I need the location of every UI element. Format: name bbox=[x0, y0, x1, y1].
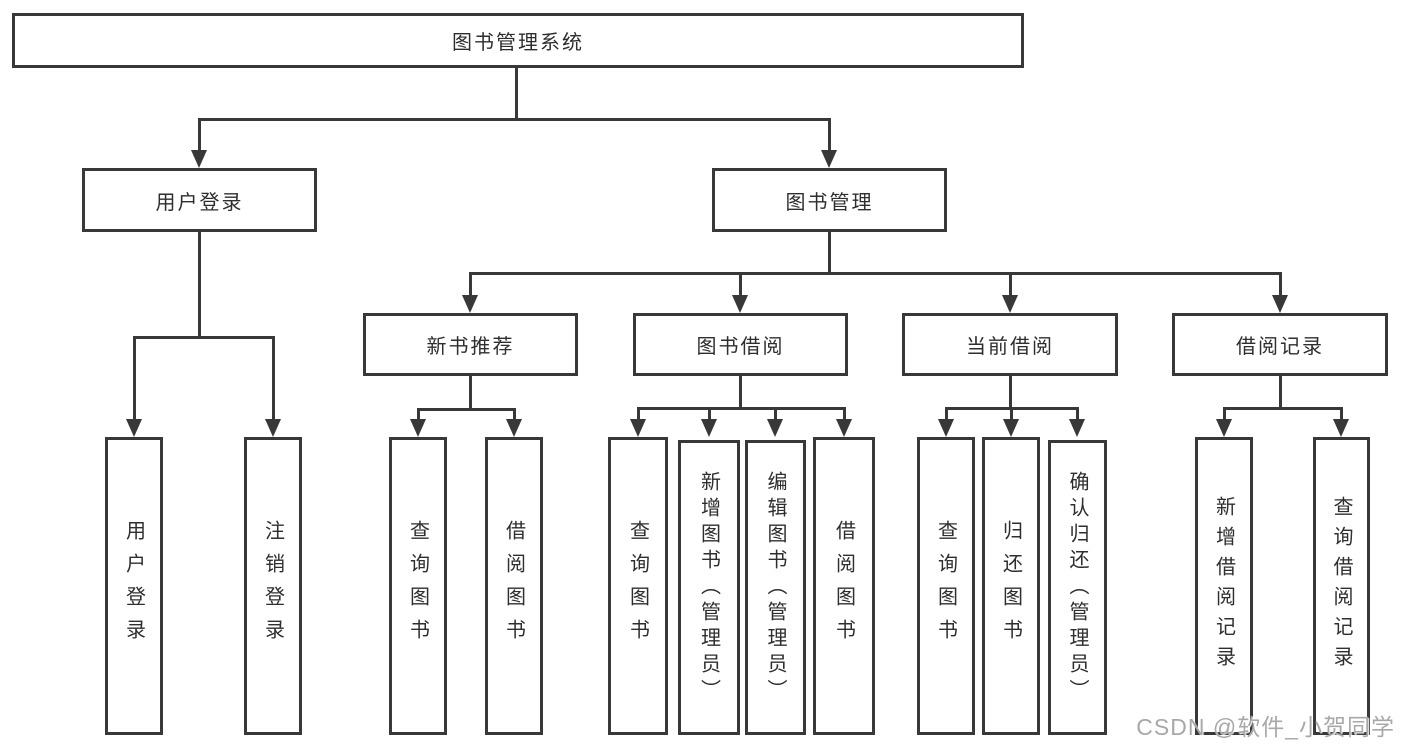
connector-line bbox=[1075, 407, 1079, 420]
connector-line bbox=[468, 376, 472, 408]
leaf-logout: 注销登录 bbox=[244, 437, 302, 735]
node-label: 新增借阅记录 bbox=[1212, 496, 1235, 676]
connector-line bbox=[512, 408, 516, 420]
node-label: 查询图书 bbox=[626, 520, 649, 652]
arrow-down-icon bbox=[701, 419, 717, 437]
connector-line bbox=[636, 407, 846, 410]
leaf-current-return: 归还图书 bbox=[982, 437, 1040, 735]
leaf-borrowing-add: 新增图书（管理员） bbox=[678, 440, 740, 735]
node-label: 当前借阅 bbox=[966, 336, 1054, 358]
arrow-down-icon bbox=[1069, 419, 1085, 437]
connector-line bbox=[416, 408, 420, 420]
arrow-down-icon bbox=[938, 419, 954, 437]
connector-line bbox=[773, 407, 777, 420]
leaf-borrowing-edit: 编辑图书（管理员） bbox=[745, 440, 806, 735]
leaf-records-query: 查询借阅记录 bbox=[1313, 437, 1370, 735]
node-label: 图书管理 bbox=[785, 191, 874, 214]
connector-line bbox=[132, 336, 136, 420]
arrow-down-icon bbox=[1333, 419, 1349, 437]
connector-line bbox=[132, 336, 275, 339]
connector-line bbox=[1009, 407, 1013, 420]
leaf-current-confirm: 确认归还（管理员） bbox=[1048, 440, 1107, 735]
leaf-records-add: 新增借阅记录 bbox=[1195, 437, 1253, 735]
leaf-borrowing-query: 查询图书 bbox=[608, 437, 668, 735]
connector-line bbox=[197, 118, 201, 152]
node-label: 借阅图书 bbox=[502, 520, 525, 652]
connector-line bbox=[827, 118, 831, 152]
connector-line bbox=[1222, 407, 1343, 410]
node-root: 图书管理系统 bbox=[12, 13, 1024, 68]
node-label: 图书借阅 bbox=[696, 336, 785, 358]
arrow-down-icon bbox=[1003, 419, 1019, 437]
node-label: 新增图书（管理员） bbox=[697, 470, 720, 705]
arrow-down-icon bbox=[191, 150, 207, 168]
node-label: 新书推荐 bbox=[426, 336, 515, 358]
arrow-down-icon bbox=[630, 419, 646, 437]
node-label: 借阅图书 bbox=[832, 520, 855, 652]
connector-line bbox=[738, 272, 742, 297]
connector-line bbox=[1008, 272, 1012, 297]
leaf-borrowing-borrow: 借阅图书 bbox=[813, 437, 875, 735]
node-label: 编辑图书（管理员） bbox=[764, 470, 786, 705]
node-book-borrowing: 图书借阅 bbox=[633, 313, 848, 376]
leaf-newbooks-borrow: 借阅图书 bbox=[485, 437, 543, 735]
arrow-down-icon bbox=[1216, 419, 1232, 437]
connector-line bbox=[1222, 407, 1226, 420]
arrow-down-icon bbox=[767, 419, 783, 437]
leaf-newbooks-query: 查询图书 bbox=[389, 437, 447, 735]
node-current-borrowing: 当前借阅 bbox=[902, 313, 1118, 376]
arrow-down-icon bbox=[265, 419, 281, 437]
leaf-current-query: 查询图书 bbox=[917, 437, 975, 735]
node-label: 借阅记录 bbox=[1236, 336, 1324, 358]
leaf-user-login: 用户登录 bbox=[105, 437, 163, 735]
arrow-down-icon bbox=[126, 419, 142, 437]
node-borrow-records: 借阅记录 bbox=[1172, 313, 1388, 376]
connector-line bbox=[1278, 376, 1282, 407]
node-book-mgmt: 图书管理 bbox=[712, 168, 947, 232]
arrow-down-icon bbox=[506, 419, 522, 437]
node-label: 确认归还（管理员） bbox=[1066, 470, 1088, 705]
arrow-down-icon bbox=[462, 295, 478, 313]
connector-line bbox=[842, 407, 846, 420]
node-label: 查询借阅记录 bbox=[1330, 496, 1352, 676]
arrow-down-icon bbox=[1002, 295, 1018, 313]
connector-line bbox=[1339, 407, 1343, 420]
connector-line bbox=[636, 407, 640, 420]
connector-line bbox=[197, 118, 831, 121]
node-label: 归还图书 bbox=[999, 520, 1022, 652]
connector-line bbox=[197, 232, 201, 336]
connector-line bbox=[1008, 376, 1012, 407]
node-label: 图书管理系统 bbox=[452, 32, 584, 54]
arrow-down-icon bbox=[410, 419, 426, 437]
csdn-watermark: CSDN @软件_小贺同学 bbox=[1136, 714, 1395, 740]
node-label: 用户登录 bbox=[155, 191, 244, 214]
node-label: 用户登录 bbox=[122, 520, 145, 652]
arrow-down-icon bbox=[732, 295, 748, 313]
node-label: 注销登录 bbox=[261, 520, 284, 652]
connector-line bbox=[271, 336, 275, 420]
connector-line bbox=[468, 272, 1282, 275]
connector-line bbox=[827, 232, 831, 272]
node-new-books: 新书推荐 bbox=[363, 313, 578, 376]
arrow-down-icon bbox=[836, 419, 852, 437]
connector-line bbox=[416, 408, 516, 411]
arrow-down-icon bbox=[821, 150, 837, 168]
connector-line bbox=[944, 407, 948, 420]
connector-line bbox=[468, 272, 472, 297]
connector-line bbox=[1278, 272, 1282, 297]
connector-line bbox=[514, 68, 518, 118]
node-label: 查询图书 bbox=[406, 520, 429, 652]
node-label: 查询图书 bbox=[934, 520, 957, 652]
node-user-login: 用户登录 bbox=[82, 168, 317, 232]
connector-line bbox=[738, 376, 742, 407]
arrow-down-icon bbox=[1272, 295, 1288, 313]
connector-line bbox=[707, 407, 711, 420]
